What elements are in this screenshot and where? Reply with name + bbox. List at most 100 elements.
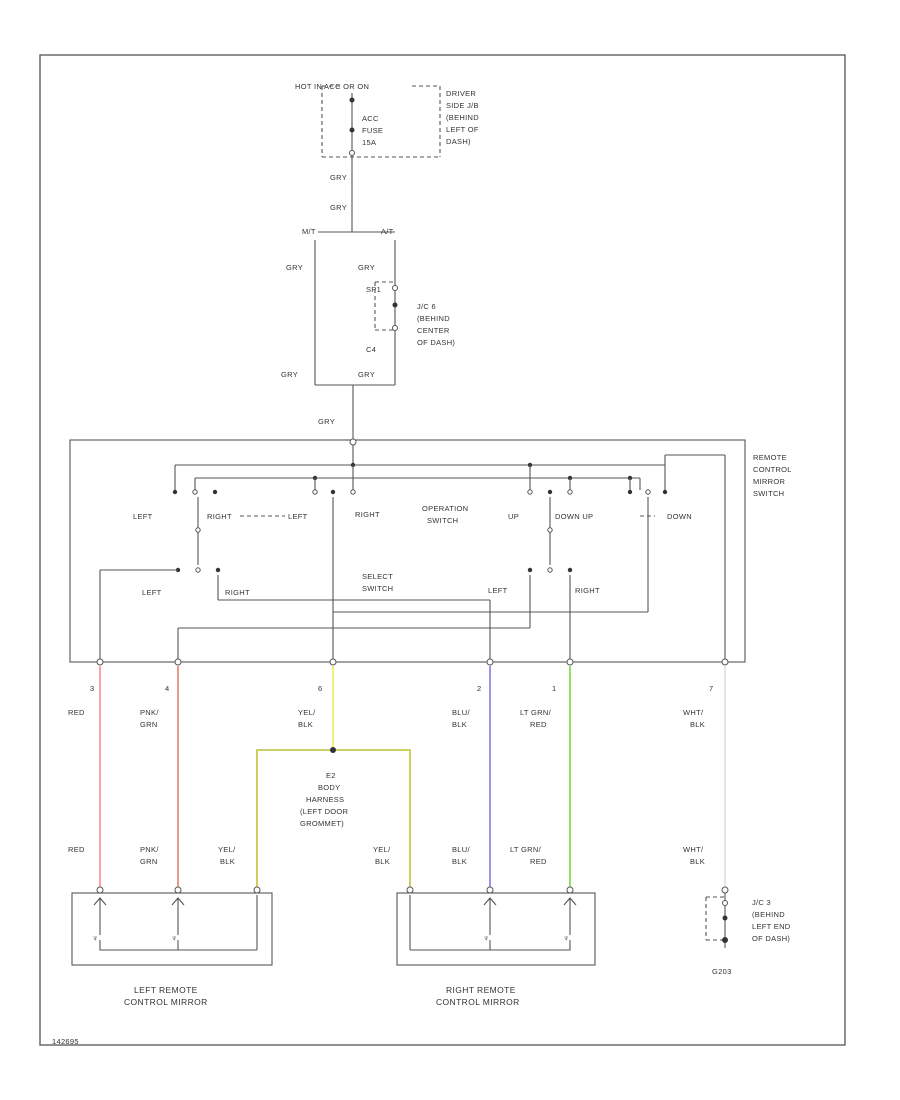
fuse-block-label-5: DASH) — [446, 137, 471, 146]
ground-block-label-4: OF DASH) — [752, 934, 790, 943]
right-mirror-label-1: RIGHT REMOTE — [446, 985, 516, 995]
diagram-frame — [39, 54, 846, 1046]
switch-housing — [69, 439, 746, 663]
pin-num-6: 6 — [318, 684, 322, 693]
left-motor-2-icon: ♆ — [171, 933, 178, 943]
right-branch-label-bot: GRY — [358, 370, 375, 379]
pin-3-wire: RED — [68, 708, 85, 717]
left-branch-label-top: GRY — [286, 263, 303, 272]
jc6-pin-c4: C4 — [366, 345, 376, 354]
mt-label: M/T — [302, 227, 316, 236]
splice-desc-4: GROMMET) — [300, 819, 344, 828]
op-right-label: RIGHT — [355, 510, 380, 519]
transmission-split: M/T A/T GRY GRY SP1 C4 J/C 6 (BEHIND CEN… — [281, 227, 455, 440]
op-up-label: UP — [508, 512, 519, 521]
inner-right-label: RIGHT — [207, 512, 232, 521]
jc6-label-1: J/C 6 — [417, 302, 436, 311]
mirror-wires — [99, 666, 726, 888]
figure-id: 142695 — [52, 1037, 79, 1046]
pin-7-wire-2: BLK — [690, 720, 705, 729]
right-motor-2-icon: ♆ — [563, 933, 570, 943]
fuse-block-label-2: SIDE J/B — [446, 101, 479, 110]
sel-left2-label: LEFT — [488, 586, 508, 595]
ground-block-label-1: J/C 3 — [752, 898, 771, 907]
switch-name-1: REMOTE — [753, 453, 787, 462]
pin-4-wire-2: GRN — [140, 720, 158, 729]
splice-id: E2 — [326, 771, 336, 780]
wire-label-gry-switch: GRY — [318, 417, 335, 426]
wire-label-gry-mid: GRY — [330, 203, 347, 212]
operation-switch-label-1: OPERATION — [422, 504, 468, 513]
fuse-label-1: ACC — [362, 114, 379, 123]
bottom-wire-labels: RED PNK/ GRN YEL/ BLK YEL/ BLK BLU/ BLK … — [68, 845, 705, 866]
jc6-label-4: OF DASH) — [417, 338, 455, 347]
fuse-section: HOT IN ACC OR ON ACC FUSE 15A DRIVER SID… — [295, 82, 479, 232]
select-switch-label-2: SWITCH — [362, 584, 393, 593]
sel-right-label: RIGHT — [225, 588, 250, 597]
wire-yel-blk-right — [333, 749, 411, 888]
right-motor-1-icon: ♆ — [483, 933, 490, 943]
bottom-yel-left-label-1: YEL/ — [218, 845, 236, 854]
right-branch-label-top: GRY — [358, 263, 375, 272]
switch-name-2: CONTROL — [753, 465, 792, 474]
pin-2-wire-1: BLU/ — [452, 708, 470, 717]
jc6-pin-sp1: SP1 — [366, 285, 381, 294]
bottom-yel-right-label-2: BLK — [375, 857, 390, 866]
fuse-label-3: 15A — [362, 138, 376, 147]
select-switch-label-1: SELECT — [362, 572, 393, 581]
bottom-wht-label-2: BLK — [690, 857, 705, 866]
switch-name-4: SWITCH — [753, 489, 784, 498]
bottom-yel-right-label-1: YEL/ — [373, 845, 391, 854]
pin-num-4: 4 — [165, 684, 169, 693]
pin-2-wire-2: BLK — [452, 720, 467, 729]
bottom-grn-label-2: RED — [530, 857, 547, 866]
right-mirror-label-2: CONTROL MIRROR — [436, 997, 520, 1007]
bottom-red-label: RED — [68, 845, 85, 854]
fuse-block-label-4: LEFT OF — [446, 125, 479, 134]
pin-num-3: 3 — [90, 684, 94, 693]
fuse-block-label-1: DRIVER — [446, 89, 476, 98]
jc6-label-2: (BEHIND — [417, 314, 450, 323]
left-branch-label-bot: GRY — [281, 370, 298, 379]
left-mirror-label-1: LEFT REMOTE — [134, 985, 198, 995]
ground-block-label-2: (BEHIND — [752, 910, 785, 919]
pin-4-wire-1: PNK/ — [140, 708, 159, 717]
op-down-label: DOWN — [667, 512, 692, 521]
pin-num-2: 2 — [477, 684, 481, 693]
pin-6-wire-1: YEL/ — [298, 708, 316, 717]
left-mirror-label-2: CONTROL MIRROR — [124, 997, 208, 1007]
pin-6-wire-2: BLK — [298, 720, 313, 729]
splice-e2: E2 BODY HARNESS (LEFT DOOR GROMMET) — [300, 771, 349, 828]
wire-yel-blk-left — [256, 749, 333, 888]
left-remote-mirror: ♆ ♆ LEFT REMOTE CONTROL MIRROR — [71, 886, 273, 1007]
operation-contacts — [172, 489, 668, 495]
mirror-switch: REMOTE CONTROL MIRROR SWITCH LEFT — [69, 438, 792, 666]
ground-id-label: G203 — [712, 967, 732, 976]
splice-desc-1: BODY — [318, 783, 340, 792]
right-remote-mirror: ♆ ♆ RIGHT REMOTE CONTROL MIRROR — [396, 886, 596, 1007]
bottom-blu-label-2: BLK — [452, 857, 467, 866]
ground-jc3: J/C 3 (BEHIND LEFT END OF DASH) G203 — [705, 886, 791, 976]
bottom-blu-label-1: BLU/ — [452, 845, 470, 854]
fuse-block-label-3: (BEHIND — [446, 113, 479, 122]
pin-num-7: 7 — [709, 684, 713, 693]
splice-desc-3: (LEFT DOOR — [300, 807, 349, 816]
operation-switch-label-2: SWITCH — [427, 516, 458, 525]
inner-down-up-label: DOWN UP — [555, 512, 593, 521]
pin-7-wire-1: WHT/ — [683, 708, 704, 717]
bottom-pnk-label-2: GRN — [140, 857, 158, 866]
sel-right2-label: RIGHT — [575, 586, 600, 595]
fuse-label-2: FUSE — [362, 126, 383, 135]
pin-num-1: 1 — [552, 684, 556, 693]
wire-label-gry-top: GRY — [330, 173, 347, 182]
switch-connector-pins — [96, 658, 729, 666]
ground-block-label-3: LEFT END — [752, 922, 791, 931]
bottom-yel-left-label-2: BLK — [220, 857, 235, 866]
op-left-label: LEFT — [133, 512, 153, 521]
splice-e2-dot — [330, 747, 336, 753]
sel-left-label: LEFT — [142, 588, 162, 597]
bottom-pnk-label-1: PNK/ — [140, 845, 159, 854]
inner-left-label: LEFT — [288, 512, 308, 521]
pin-1-wire-2: RED — [530, 720, 547, 729]
